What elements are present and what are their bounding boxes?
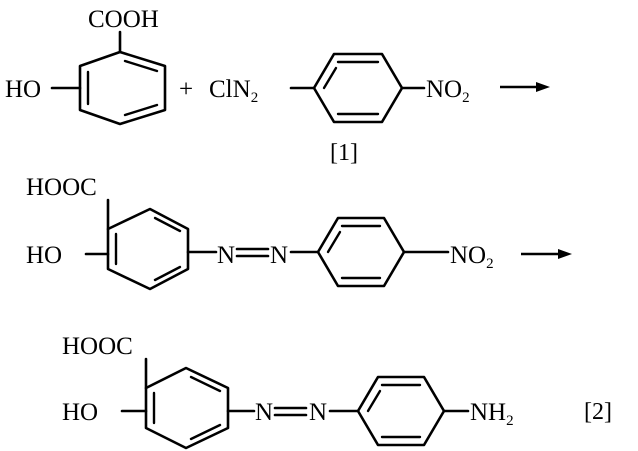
benzene-ring (106, 207, 190, 291)
ring-double-bond (366, 389, 382, 413)
compound-label: [1] (330, 140, 358, 166)
carboxyl-group: HOOC (26, 174, 97, 201)
nitro-group: NO2 (450, 242, 494, 272)
ring-double-bond (153, 265, 182, 282)
ring-double-bond (123, 103, 159, 117)
benzene-ring (312, 52, 404, 124)
hydroxyl-group: HO (62, 399, 98, 426)
benzene-ring (144, 366, 230, 450)
azo-nitrogen: N (217, 242, 235, 269)
ring-double-bond (189, 375, 222, 393)
azo-nitrogen: N (309, 399, 327, 426)
plus-sign: + (179, 76, 193, 103)
benzene-ring (316, 216, 406, 288)
hydroxyl-group: HO (5, 76, 41, 103)
amino-group: NH2 (470, 399, 514, 429)
diazonium-chloride-group: ClN2 (209, 76, 258, 106)
benzene-ring (356, 375, 446, 447)
nitro-azo-intermediate-structure: HOOC HO N N NO2 (26, 174, 494, 291)
ring-double-bond (153, 216, 182, 233)
carboxyl-group: COOH (88, 6, 159, 33)
ring-double-bond (326, 230, 342, 254)
ring-double-bond (322, 66, 338, 90)
reaction-arrow (500, 82, 550, 92)
azo-nitrogen: N (255, 399, 273, 426)
salicylic-acid-structure: COOH HO (5, 6, 167, 126)
nitrobenzenediazonium-structure: ClN2 NO2 (209, 52, 470, 124)
carboxyl-group: HOOC (62, 333, 133, 360)
ring-double-bond (189, 423, 222, 441)
compound-label: [2] (584, 399, 612, 425)
hydroxyl-group: HO (26, 242, 62, 269)
benzene-ring (78, 50, 167, 126)
nitro-group: NO2 (426, 76, 470, 106)
ring-double-bond (123, 59, 159, 73)
azo-nitrogen: N (270, 242, 288, 269)
amino-azo-product-structure: HOOC HO N N NH2 (62, 333, 514, 450)
reaction-arrow (521, 249, 572, 259)
